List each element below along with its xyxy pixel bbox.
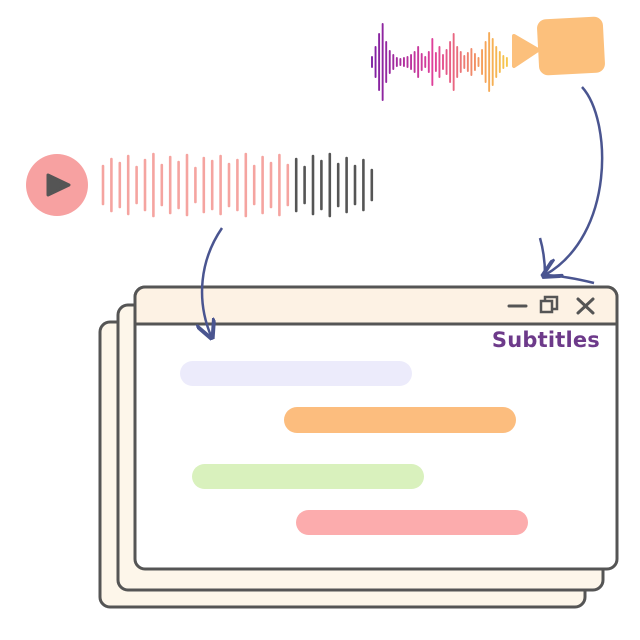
arrow-video-to-window [545, 86, 604, 275]
window-title: Subtitles [491, 328, 600, 352]
window-titlebar [133, 285, 619, 326]
arrow-audio-to-window [202, 227, 224, 336]
audio-player [26, 152, 374, 218]
subtitle-line-3 [192, 464, 424, 489]
arrow-video-barb [544, 273, 595, 285]
play-icon [46, 173, 71, 197]
video-source [371, 16, 605, 101]
video-camera-icon [512, 16, 605, 76]
arrow-video-tail [538, 237, 547, 276]
subtitle-line-2 [284, 407, 516, 433]
subtitle-line-1 [180, 361, 412, 386]
restore-icon[interactable] [539, 295, 559, 314]
video-waveform [371, 23, 508, 101]
close-icon[interactable] [576, 297, 595, 315]
audio-waveform [101, 152, 374, 218]
play-button[interactable] [26, 154, 88, 216]
subtitle-line-4 [296, 510, 528, 535]
